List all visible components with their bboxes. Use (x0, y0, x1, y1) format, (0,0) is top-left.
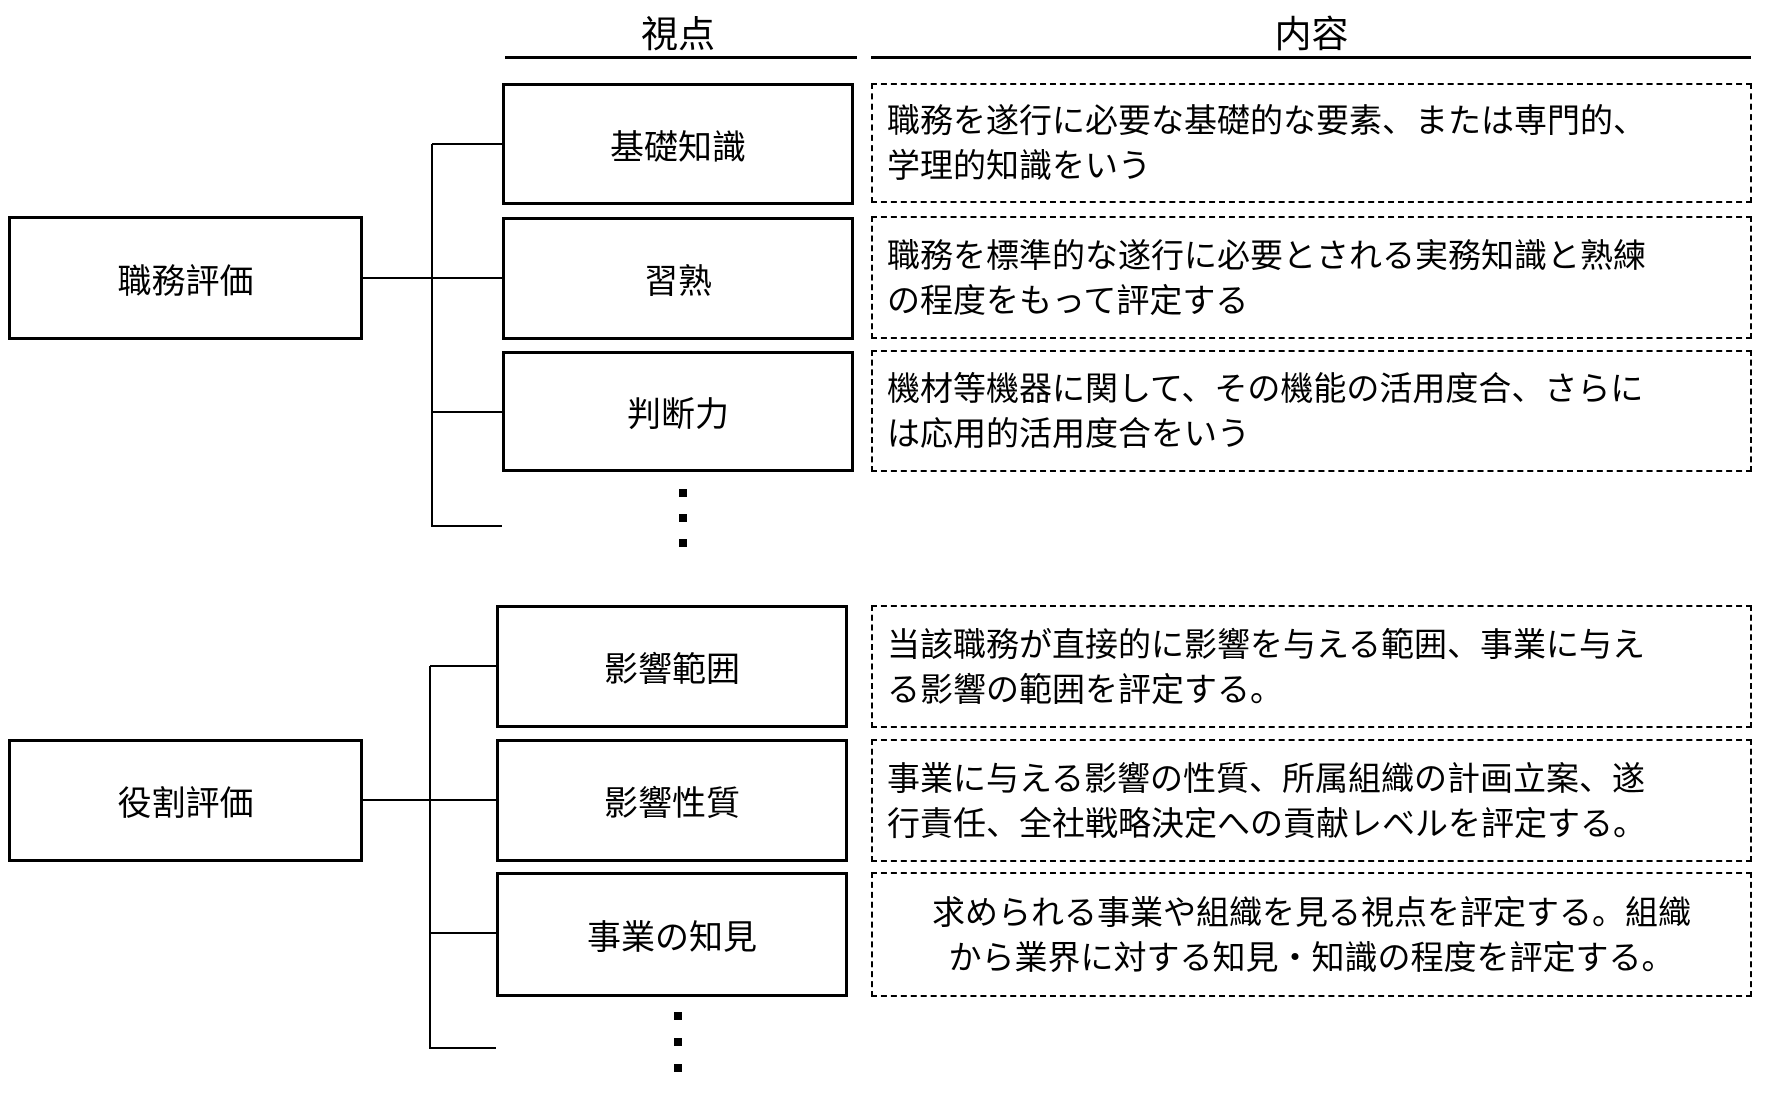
viewpoint-label-proficiency: 習熟 (644, 263, 712, 301)
connector-branch-business-insight (430, 932, 497, 934)
ellipsis-dot (679, 489, 687, 497)
viewpoint-label-impact-scope: 影響範囲 (604, 651, 740, 689)
ellipsis-dot (679, 539, 687, 547)
viewpoint-box-business-insight: 事業の知見 (496, 872, 848, 997)
connector-branch-impact-nature (363, 799, 497, 801)
viewpoint-box-impact-nature: 影響性質 (496, 739, 848, 862)
viewpoint-box-judgement: 判断力 (502, 351, 854, 472)
connector-branch-impact-scope (430, 665, 497, 667)
connector-trunk-top (431, 144, 433, 527)
ellipsis-dot (674, 1012, 682, 1020)
viewpoint-label-impact-nature: 影響性質 (604, 785, 740, 823)
connector-branch-ellipsis-top (432, 525, 502, 527)
content-box-basic-knowledge: 職務を遂行に必要な基礎的な要素、または専門的、 学理的知識をいう (871, 83, 1752, 203)
content-box-judgement: 機材等機器に関して、その機能の活用度合、さらに は応用的活用度合をいう (871, 350, 1752, 472)
connector-branch-judgement (432, 411, 503, 413)
column-header-viewpoint: 視点 (641, 14, 715, 55)
content-box-impact-nature: 事業に与える影響の性質、所属組織の計画立案、遂 行責任、全社戦略決定への貢献レベ… (871, 739, 1752, 862)
parent-box-role-evaluation: 役割評価 (8, 739, 363, 862)
content-box-impact-scope: 当該職務が直接的に影響を与える範囲、事業に与え る影響の範囲を評定する。 (871, 605, 1752, 728)
parent-label-job-evaluation: 職務評価 (117, 262, 254, 301)
viewpoint-box-proficiency: 習熟 (502, 217, 854, 340)
content-header-underline (871, 56, 1751, 59)
ellipsis-dot (679, 514, 687, 522)
viewpoint-box-basic-knowledge: 基礎知識 (502, 83, 854, 205)
connector-branch-basic-knowledge (432, 143, 503, 145)
parent-box-job-evaluation: 職務評価 (8, 216, 363, 340)
connector-trunk-bottom (429, 666, 431, 1049)
ellipsis-dot (674, 1038, 682, 1046)
column-header-content: 内容 (1274, 14, 1349, 55)
viewpoint-label-business-insight: 事業の知見 (587, 919, 757, 957)
viewpoint-label-basic-knowledge: 基礎知識 (610, 128, 746, 167)
viewpoint-label-judgement: 判断力 (627, 396, 729, 434)
content-box-business-insight: 求められる事業や組織を見る視点を評定する。組織 から業界に対する知見・知識の程度… (871, 872, 1752, 997)
ellipsis-dot (674, 1064, 682, 1072)
content-box-proficiency: 職務を標準的な遂行に必要とされる実務知識と熟練 の程度をもって評定する (871, 216, 1752, 339)
viewpoint-header-underline (505, 56, 857, 59)
parent-label-role-evaluation: 役割評価 (117, 785, 254, 823)
viewpoint-box-impact-scope: 影響範囲 (496, 605, 848, 728)
connector-branch-proficiency (363, 277, 503, 279)
connector-branch-ellipsis-bottom (430, 1047, 496, 1049)
